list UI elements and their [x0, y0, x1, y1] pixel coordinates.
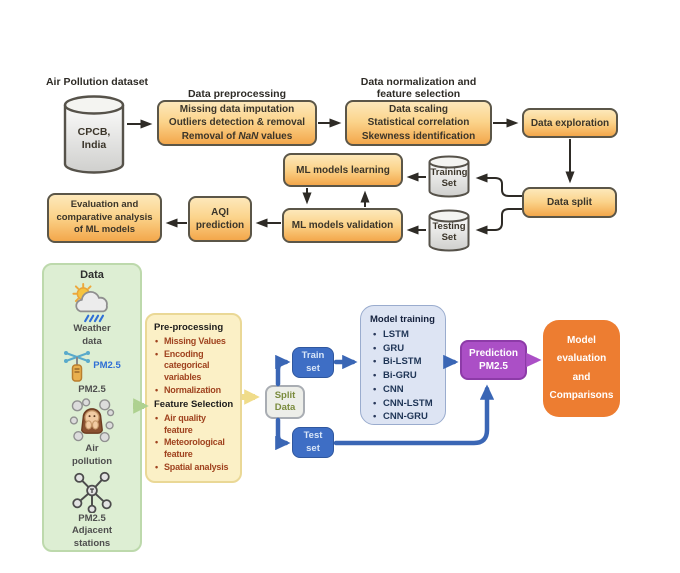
preprocessing-title: Data preprocessing	[187, 88, 287, 100]
ml-models-learning-box: ML models learning	[283, 153, 403, 187]
preprocessing-box: Missing data imputation Outliers detecti…	[157, 100, 317, 146]
data-sources-panel: Data Weather data	[42, 263, 142, 552]
weather-data-label: Weather data	[73, 323, 111, 347]
model-training-title: Model training	[370, 314, 435, 325]
normalization-title: Data normalization and feature selection	[360, 76, 477, 101]
feature-selection-bullets: Air quality feature Meteorological featu…	[154, 413, 234, 473]
database-icon	[63, 95, 125, 174]
arrow-splitdata-to-trainset	[275, 354, 291, 387]
database-icon	[428, 155, 470, 198]
db-label-line: India	[81, 139, 107, 152]
preprocessing-panel-title: Pre-processing	[154, 322, 224, 333]
model-item: CNN-LSTM	[370, 397, 441, 411]
data-exploration-box: Data exploration	[522, 108, 618, 138]
pm25-label: PM2.5	[78, 383, 106, 395]
model-evaluation-box: Model evaluation and Comparisons	[543, 320, 620, 417]
model-item: GRU	[370, 342, 441, 356]
test-set-box: Test set	[292, 427, 334, 458]
testing-set-cylinder: Testing Set	[427, 209, 471, 253]
normalization-line: Skewness identification	[361, 130, 476, 142]
model-item: Bi-GRU	[370, 369, 441, 383]
bullet-item: Encoding categorical variables	[154, 349, 234, 384]
adjacent-stations-icon	[72, 471, 112, 513]
model-item: LSTM	[370, 328, 441, 342]
arrow-split-to-testingset	[475, 208, 522, 235]
model-item: Bi-LSTM	[370, 355, 441, 369]
aqi-prediction-box: AQI prediction	[188, 196, 252, 242]
pm25-sensor-row: PM2.5	[63, 348, 121, 384]
ml-models-validation-box: ML models validation	[282, 208, 403, 243]
data-panel-title: Data	[80, 269, 104, 281]
bullet-item: Normalization	[154, 385, 234, 397]
cpcb-database-cylinder: CPCB, India	[62, 95, 126, 175]
normalization-line: Data scaling	[389, 104, 448, 116]
weather-icon	[72, 283, 108, 323]
normalization-box: Data scaling Statistical correlation Ske…	[345, 100, 492, 146]
preprocessing-line: Removal of NaN values	[181, 130, 293, 142]
pm25-sensor-badge: PM2.5	[93, 360, 121, 372]
split-data-box: Split Data	[265, 385, 305, 419]
model-list: LSTM GRU Bi-LSTM Bi-GRU CNN CNN-LSTM CNN…	[370, 328, 441, 424]
normalization-line: Statistical correlation	[367, 117, 470, 129]
bullet-item: Air quality feature	[154, 413, 234, 436]
model-item: CNN-GRU	[370, 410, 441, 424]
preprocessing-feature-panel: Pre-processing Missing Values Encoding c…	[145, 313, 242, 483]
preprocessing-line: Outliers detection & removal	[168, 117, 306, 129]
preprocessing-bullets: Missing Values Encoding categorical vari…	[154, 336, 234, 396]
bullet-item: Spatial analysis	[154, 462, 234, 474]
data-split-box: Data split	[522, 187, 617, 218]
model-training-panel: Model training LSTM GRU Bi-LSTM Bi-GRU C…	[360, 305, 446, 425]
db-label-line: CPCB,	[77, 126, 111, 138]
dataset-label: Air Pollution dataset	[45, 76, 149, 88]
evaluation-box: Evaluation and comparative analysis of M…	[47, 193, 162, 243]
bullet-item: Missing Values	[154, 336, 234, 348]
arrow-split-to-trainingset	[475, 173, 522, 197]
pm25-sensor-icon	[64, 350, 91, 382]
arrow-splitdata-to-testset	[275, 417, 291, 451]
bullet-item: Meteorological feature	[154, 437, 234, 460]
database-icon	[428, 209, 470, 252]
prediction-pm25-box: Prediction PM2.5	[460, 340, 527, 380]
train-set-box: Train set	[292, 347, 334, 378]
air-pollution-icon	[69, 398, 115, 443]
air-pollution-label: Air pollution	[71, 443, 113, 467]
feature-selection-title: Feature Selection	[154, 399, 234, 411]
model-item: CNN	[370, 383, 441, 397]
preprocessing-line: Missing data imputation	[179, 104, 295, 116]
training-set-cylinder: Training Set	[427, 155, 471, 199]
adjacent-stations-label: PM2.5 Adjacent stations	[71, 512, 113, 549]
